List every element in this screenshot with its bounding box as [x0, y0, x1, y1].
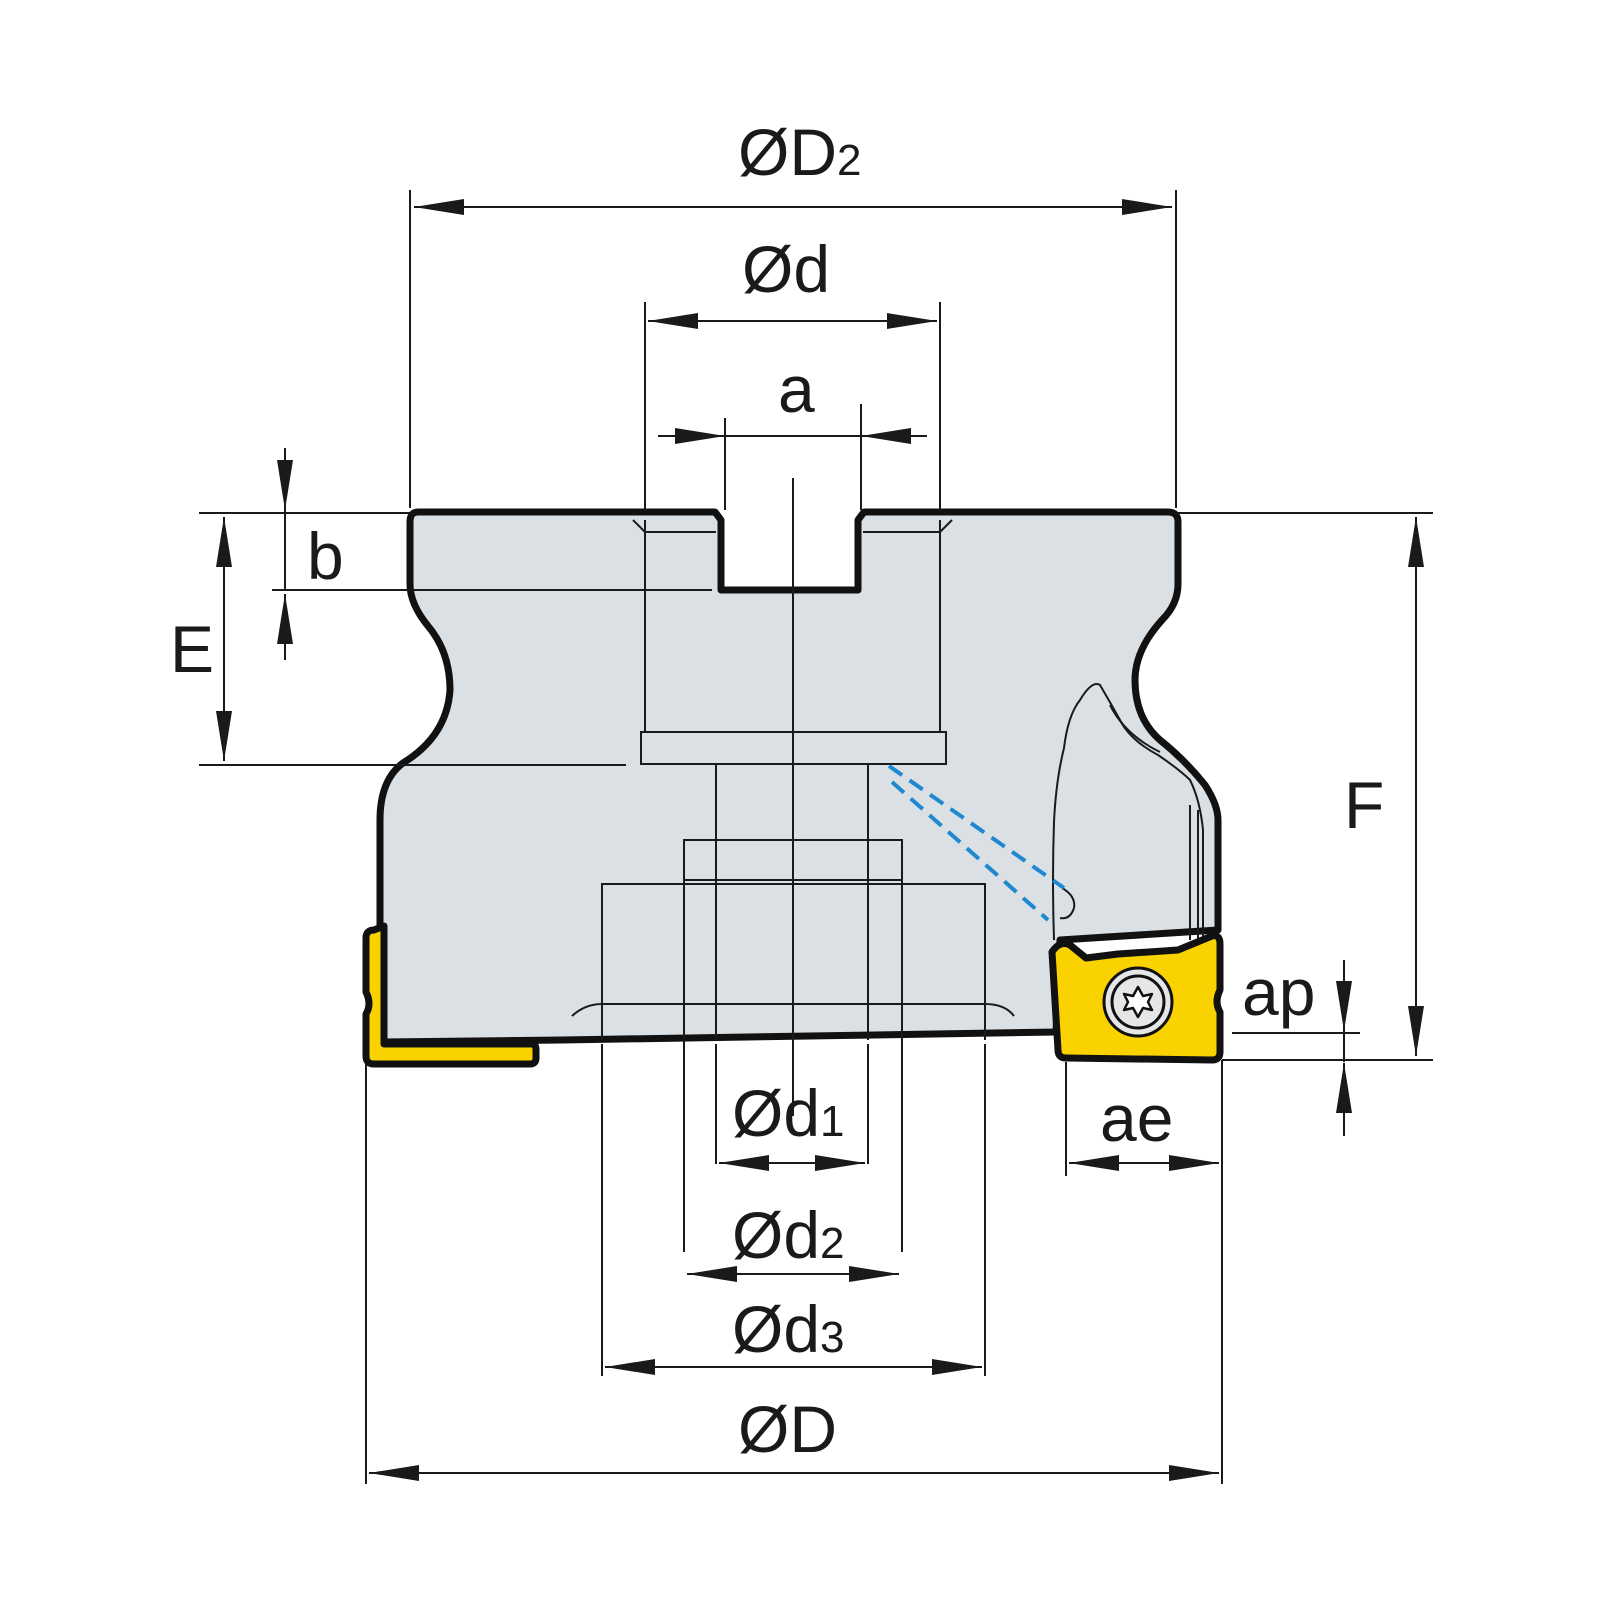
cutting-insert-right — [1048, 932, 1224, 1064]
coolant-channel — [887, 764, 1066, 922]
label-ap: ap — [1242, 955, 1315, 1029]
cutter-body — [376, 478, 1222, 1116]
label-ae: ae — [1100, 1081, 1173, 1155]
label-d: Ød — [742, 232, 830, 306]
chip-pocket-groove — [1189, 805, 1199, 940]
chip-pocket — [1052, 683, 1204, 941]
cutting-insert-left — [362, 922, 540, 1068]
extension-lines — [199, 190, 1433, 1484]
dimension-lines — [216, 199, 1424, 1481]
label-d2: Ød2 — [732, 1198, 845, 1272]
label-b: b — [307, 519, 344, 593]
torx-screw-icon — [1102, 966, 1174, 1038]
label-d1: Ød1 — [732, 1076, 845, 1150]
label-F: F — [1344, 768, 1384, 842]
dimension-labels: ØD2 Ød a b E F ap ae Ød1 Ød2 Ød3 ØD — [170, 115, 1384, 1466]
coolant-exit-mark — [1059, 887, 1076, 920]
label-d3: Ød3 — [732, 1292, 845, 1366]
label-E: E — [170, 612, 214, 686]
label-a: a — [778, 352, 815, 426]
label-D2: ØD2 — [738, 115, 861, 189]
label-D: ØD — [738, 1392, 837, 1466]
cutter-body-outline — [376, 508, 1222, 1046]
chip-pocket-inner — [1109, 704, 1161, 753]
